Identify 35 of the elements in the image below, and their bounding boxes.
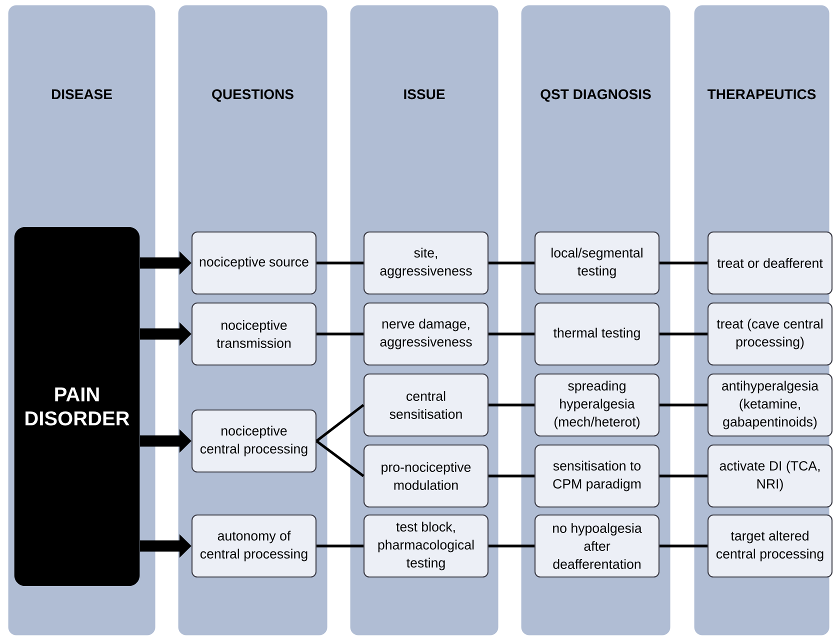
process-box: target altered central processing — [707, 514, 833, 578]
process-box: nerve damage, aggressiveness — [363, 302, 489, 366]
connector-line — [660, 544, 708, 548]
process-box: nociceptive central processing — [191, 409, 317, 473]
connector-line — [488, 332, 534, 336]
process-box: central sensitisation — [363, 373, 489, 437]
connector-line — [660, 332, 708, 336]
process-box: test block, pharmacological testing — [363, 514, 489, 578]
process-box: local/segmental testing — [534, 231, 660, 295]
connector-line — [316, 262, 364, 264]
connector-line — [488, 474, 534, 478]
process-box: antihyperalgesia (ketamine, gabapentinoids) — [707, 373, 833, 437]
process-box: no hypoalgesia after deafferentation — [534, 514, 660, 578]
connector-line — [316, 332, 364, 336]
process-box: autonomy of central processing — [191, 514, 317, 578]
process-box: spreading hyperalgesia (mech/heterot) — [534, 373, 660, 437]
process-box: treat (cave central processing) — [707, 302, 833, 366]
process-box: sensitisation to CPM paradigm — [534, 444, 660, 508]
connector-line — [488, 544, 534, 548]
process-box: thermal testing — [534, 302, 660, 366]
main-box: PAIN DISORDER — [14, 227, 140, 586]
connector-line — [488, 262, 534, 264]
connector-line — [316, 440, 364, 478]
connector-line — [660, 262, 708, 264]
process-box: activate DI (TCA, NRI) — [707, 444, 833, 508]
process-box: treat or deafferent — [707, 231, 833, 295]
process-box: nociceptive source — [191, 231, 317, 295]
process-box: nociceptive transmission — [191, 302, 317, 366]
connector-line — [660, 474, 708, 478]
process-box: pro-nociceptive modulation — [363, 444, 489, 508]
connector-line — [316, 544, 364, 548]
connector-line — [316, 404, 364, 442]
process-box: site, aggressiveness — [363, 231, 489, 295]
connector-line — [488, 404, 534, 406]
connector-line — [660, 404, 708, 406]
